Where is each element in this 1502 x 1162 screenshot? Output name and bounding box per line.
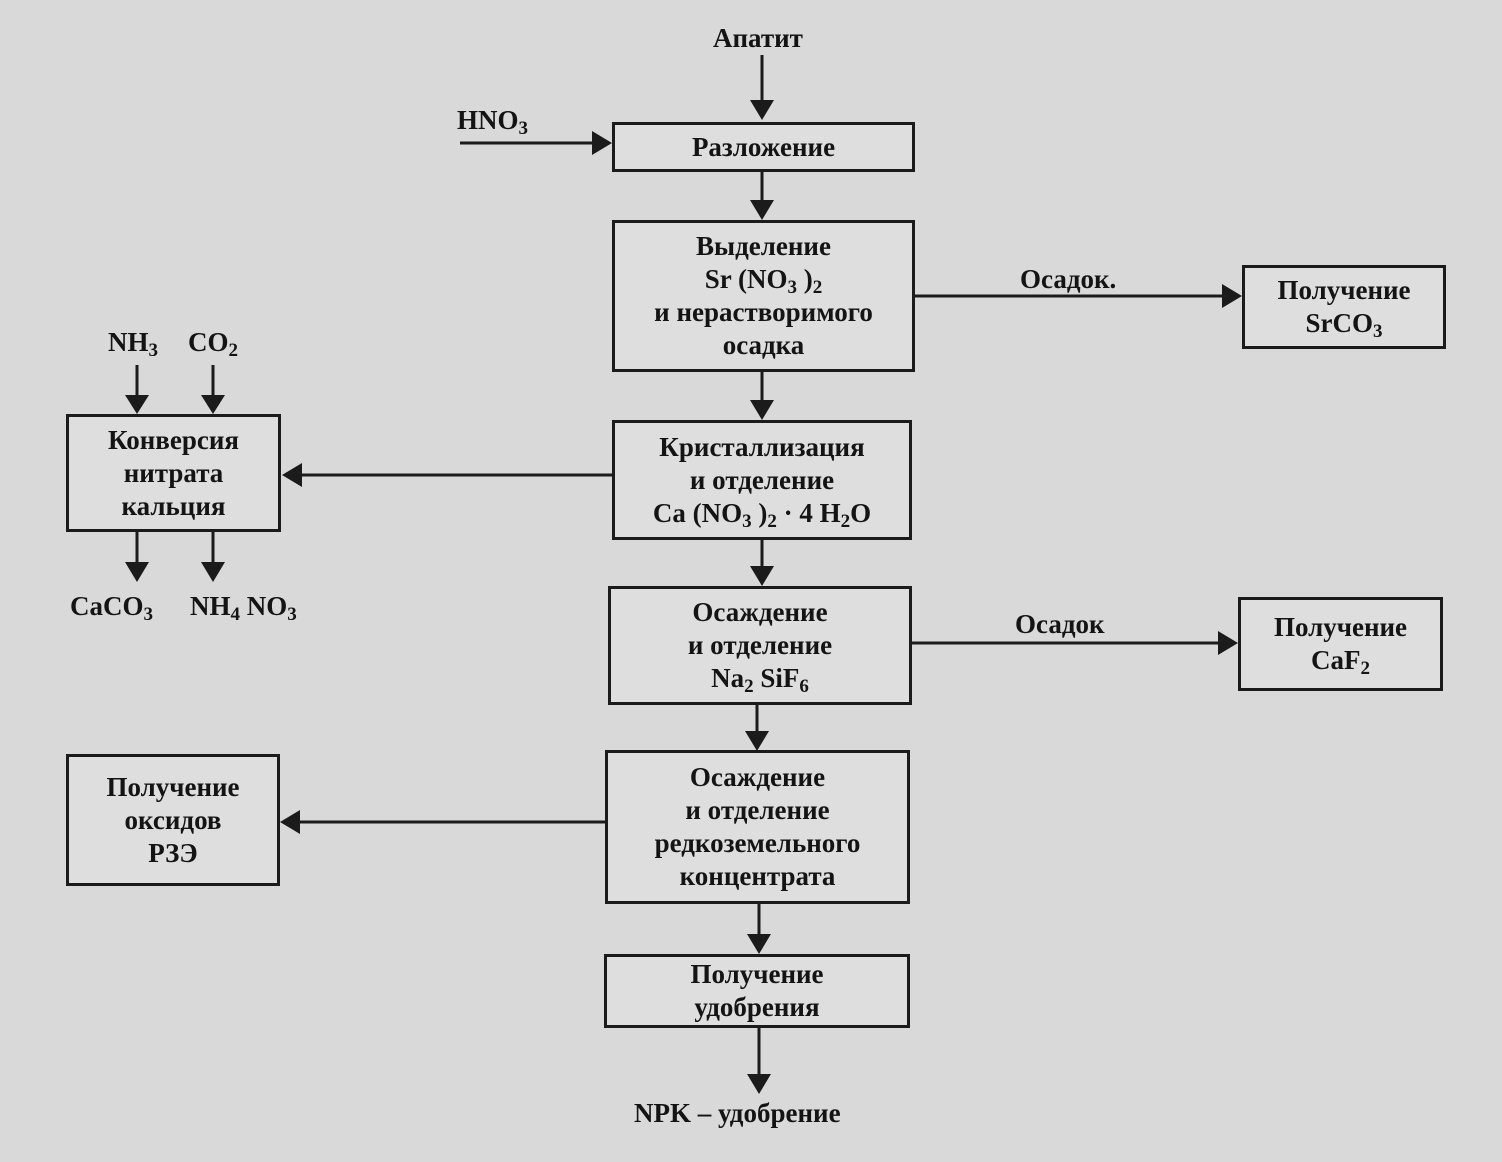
- box-srco3: Получение SrCO3: [1242, 265, 1446, 349]
- box-na2sif6: Осаждение и отделение Na2 SiF6: [608, 586, 912, 705]
- box-ree-concentrate: Осаждение и отделение редкоземельного ко…: [605, 750, 910, 904]
- input-co2: CO2: [188, 327, 238, 361]
- input-apatite: Апатит: [713, 23, 803, 53]
- arrowhead: [201, 395, 225, 414]
- arrowhead: [747, 1074, 771, 1094]
- arrowhead: [201, 562, 225, 582]
- arrowhead: [125, 562, 149, 582]
- output-npk-fertilizer: NPK – удобрение: [634, 1098, 841, 1128]
- box-fertilizer: Получение удобрения: [604, 954, 910, 1028]
- box-decomposition: Разложение: [612, 122, 915, 172]
- arrowhead: [745, 731, 769, 751]
- output-nh4no3: NH4 NO3: [190, 591, 297, 625]
- box-ree-oxides: Получение оксидов РЗЭ: [66, 754, 280, 886]
- output-caco3: CaCO3: [70, 591, 153, 625]
- box-crystallization: Кристаллизация и отделение Ca (NO3 )2 · …: [612, 420, 912, 540]
- label-sediment-caf2: Осадок: [1015, 609, 1105, 639]
- arrowhead: [750, 400, 774, 420]
- arrowhead: [1222, 284, 1242, 308]
- arrowhead: [280, 810, 300, 834]
- input-hno3: HNO3: [457, 105, 529, 139]
- arrowhead: [125, 395, 149, 414]
- box-conversion: Конверсия нитрата кальция: [66, 414, 281, 532]
- input-nh3: NH3: [108, 327, 158, 361]
- arrowhead: [750, 100, 774, 120]
- arrowhead: [750, 566, 774, 586]
- box-caf2: Получение CaF2: [1238, 597, 1443, 691]
- label-sediment-sr: Осадок.: [1020, 264, 1117, 294]
- arrowhead: [1218, 631, 1238, 655]
- box-sr-separation: Выделение Sr (NO3 )2 и нерастворимого ос…: [612, 220, 915, 372]
- arrowhead: [747, 934, 771, 954]
- arrowhead: [750, 200, 774, 220]
- arrowhead: [282, 463, 302, 487]
- arrowhead: [592, 131, 612, 155]
